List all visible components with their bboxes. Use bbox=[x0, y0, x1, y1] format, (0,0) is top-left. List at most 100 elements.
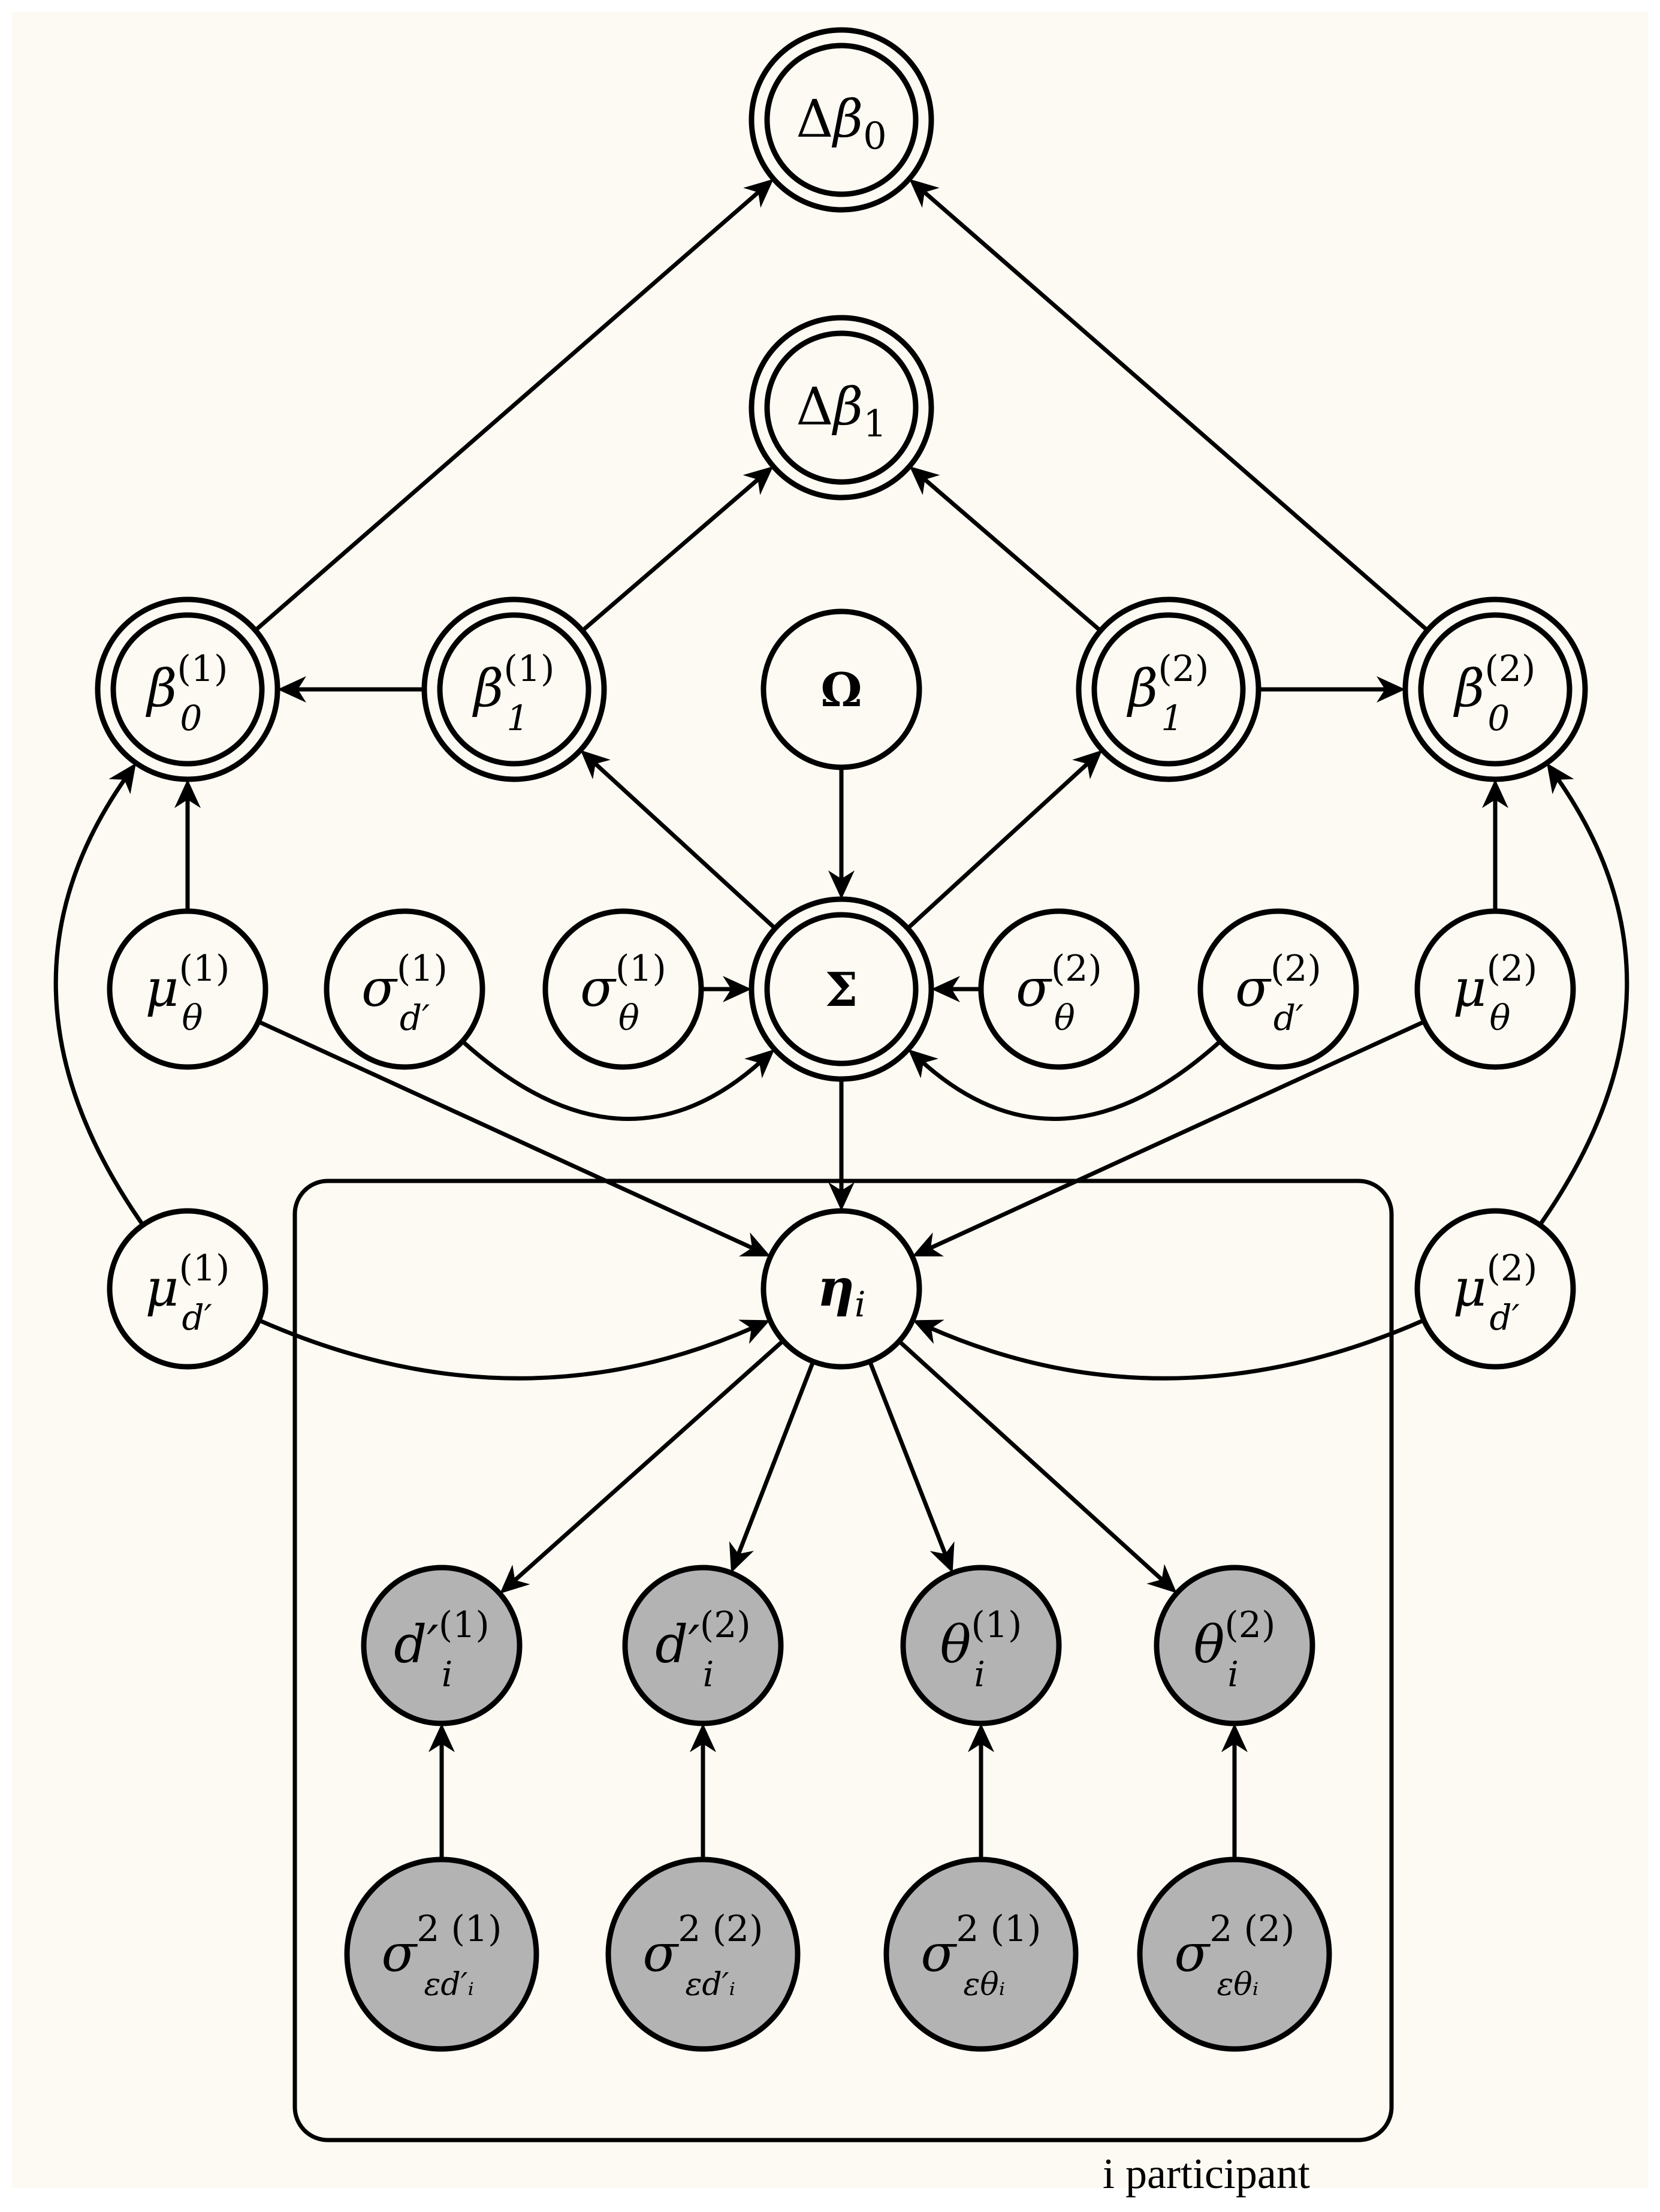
node-theta-i-1: θ(1)i bbox=[900, 1565, 1062, 1726]
edge-mu_d_2-to-beta0_2 bbox=[1538, 763, 1629, 1226]
node-sig-eps-d-2: σ2 (2)εd′ᵢ bbox=[605, 1857, 801, 2052]
arrowhead-icon bbox=[912, 1319, 944, 1344]
node-label: σ(1)θ bbox=[580, 948, 666, 1038]
edge-line bbox=[906, 760, 1091, 930]
node-outer-ring bbox=[748, 896, 934, 1082]
node-label: μ(2)d′ bbox=[1453, 1247, 1538, 1338]
arrowhead-icon bbox=[1146, 1564, 1177, 1593]
node-d-i-1: d′(1)i bbox=[361, 1565, 523, 1726]
arrowhead-icon bbox=[743, 179, 774, 208]
node-label: Σ bbox=[825, 963, 858, 1017]
edge-sigma_theta_2-to-Sigma bbox=[931, 976, 981, 1002]
edge-eta_i-to-theta_i_1 bbox=[868, 1360, 955, 1573]
edge-beta1_2-to-delta_beta1 bbox=[909, 466, 1102, 632]
node-label: σ(1)d′ bbox=[361, 948, 448, 1038]
node-sigma-d-1: σ(1)d′ bbox=[324, 908, 485, 1070]
node-Sigma: Σ bbox=[748, 896, 934, 1082]
edge-sig_eps_t_2-to-theta_i_2 bbox=[1221, 1723, 1248, 1860]
node-outer-ring bbox=[1402, 596, 1588, 782]
edge-beta1_1-to-delta_beta1 bbox=[581, 466, 774, 632]
arrowhead-icon bbox=[174, 779, 201, 808]
node-outer-ring bbox=[748, 27, 934, 213]
arrowhead-icon bbox=[1072, 750, 1103, 779]
edge-Sigma-to-eta_i bbox=[828, 1079, 855, 1211]
edge-line bbox=[921, 189, 1429, 632]
arrowhead-icon bbox=[828, 870, 855, 899]
edge-Sigma-to-beta1_1 bbox=[580, 750, 777, 930]
arrowhead-icon bbox=[931, 976, 960, 1002]
node-circle bbox=[760, 1208, 922, 1370]
node-label: β(2)1 bbox=[1127, 648, 1209, 739]
arrowhead-icon bbox=[929, 1541, 955, 1573]
node-label: μ(2)θ bbox=[1453, 948, 1538, 1038]
arrowhead-icon bbox=[909, 466, 940, 495]
arrowhead-icon bbox=[729, 1541, 754, 1573]
node-circle bbox=[1197, 908, 1359, 1070]
node-label: β(1)1 bbox=[472, 648, 555, 739]
node-eta-i: ηi bbox=[760, 1208, 922, 1370]
edge-Sigma-to-beta1_2 bbox=[906, 750, 1103, 930]
node-label: σ2 (1)εθᵢ bbox=[921, 1908, 1042, 2003]
node-beta0-2: β(2)0 bbox=[1402, 596, 1588, 782]
node-inner-ring bbox=[110, 612, 265, 767]
edge-line bbox=[258, 1318, 754, 1381]
node-circle bbox=[1414, 908, 1576, 1070]
node-outer-ring bbox=[748, 315, 934, 501]
plate-label: i participant bbox=[1103, 2150, 1310, 2198]
arrowhead-icon bbox=[723, 976, 751, 1002]
edge-sigma_d_2-to-Sigma bbox=[908, 1039, 1222, 1121]
edge-line bbox=[927, 1019, 1426, 1251]
edge-line bbox=[920, 1039, 1222, 1121]
node-delta-beta1: Δβ1 bbox=[748, 315, 934, 501]
edge-line bbox=[735, 1360, 816, 1557]
node-label: Ω bbox=[820, 663, 862, 718]
node-mu-theta-2: μ(2)θ bbox=[1414, 908, 1576, 1070]
arrowhead-icon bbox=[580, 750, 611, 779]
node-circle bbox=[344, 1857, 539, 2052]
edge-eta_i-to-d_i_2 bbox=[729, 1360, 816, 1573]
edge-sigma_theta_1-to-Sigma bbox=[701, 976, 751, 1002]
node-outer-ring bbox=[95, 596, 280, 782]
arrowhead-icon bbox=[1482, 779, 1508, 808]
arrowhead-icon bbox=[968, 1723, 994, 1752]
node-delta-beta0: Δβ0 bbox=[748, 27, 934, 213]
edge-mu_d_1-to-beta0_1 bbox=[53, 763, 145, 1226]
node-mu-theta-1: μ(1)θ bbox=[107, 908, 268, 1070]
arrowhead-icon bbox=[908, 1049, 938, 1078]
edge-line bbox=[581, 476, 761, 632]
node-label: Δβ0 bbox=[796, 89, 886, 158]
node-circle bbox=[107, 1208, 268, 1370]
arrowhead-icon bbox=[1377, 676, 1405, 703]
node-omega: Ω bbox=[760, 608, 922, 770]
edge-line bbox=[592, 760, 777, 930]
node-circle bbox=[978, 908, 1140, 1070]
node-d-i-2: d′(2)i bbox=[622, 1565, 784, 1726]
node-circle bbox=[900, 1565, 1062, 1726]
node-inner-ring bbox=[1091, 612, 1246, 767]
node-sigma-theta-2: σ(2)θ bbox=[978, 908, 1140, 1070]
arrowhead-icon bbox=[277, 676, 306, 703]
arrowhead-icon bbox=[690, 1723, 716, 1752]
node-circle bbox=[324, 908, 485, 1070]
edge-beta1_1-to-beta0_1 bbox=[277, 676, 424, 703]
arrowhead-icon bbox=[1221, 1723, 1248, 1752]
node-label: θ(1)i bbox=[940, 1604, 1022, 1695]
node-sig-eps-t-1: σ2 (1)εθᵢ bbox=[883, 1857, 1079, 2052]
node-circle bbox=[622, 1565, 784, 1726]
edge-sig_eps_d_1-to-d_i_1 bbox=[428, 1723, 455, 1860]
node-circle bbox=[1154, 1565, 1315, 1726]
edge-line bbox=[897, 1339, 1165, 1583]
edge-sigma_d_1-to-Sigma bbox=[461, 1039, 775, 1121]
node-circle bbox=[361, 1565, 523, 1726]
edge-eta_i-to-d_i_1 bbox=[500, 1339, 785, 1594]
edge-line bbox=[922, 476, 1102, 632]
edge-omega-to-Sigma bbox=[828, 767, 855, 899]
arrowhead-icon bbox=[744, 1049, 775, 1078]
node-label: ηi bbox=[817, 1258, 865, 1325]
edge-beta0_1-to-delta_beta0 bbox=[253, 179, 774, 632]
arrowhead-icon bbox=[108, 763, 136, 794]
node-mu-d-2: μ(2)d′ bbox=[1414, 1208, 1576, 1370]
node-beta1-2: β(2)1 bbox=[1076, 596, 1261, 782]
node-circle bbox=[107, 908, 268, 1070]
